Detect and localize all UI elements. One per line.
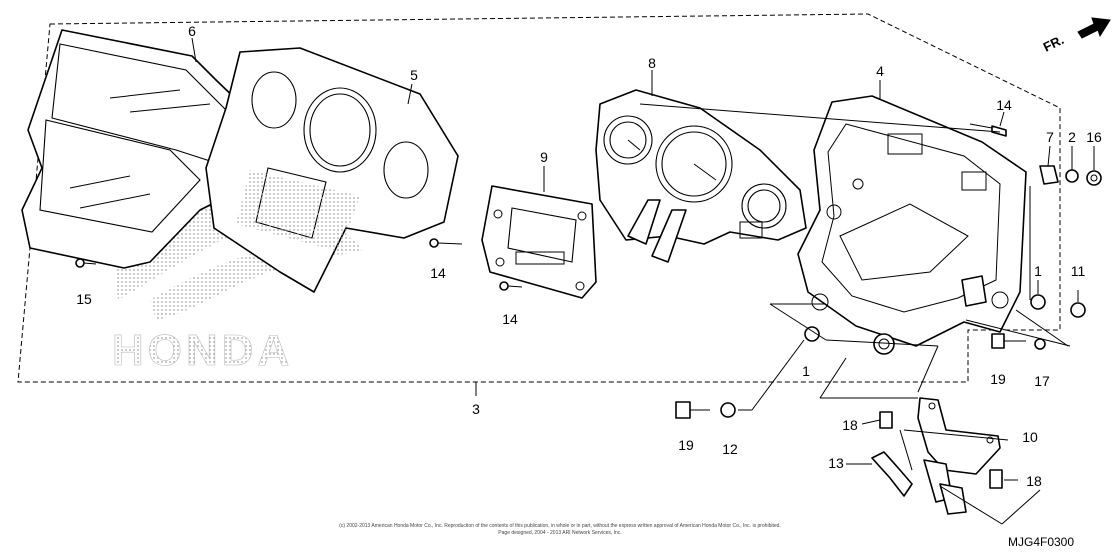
callout-14-bottom: 14: [502, 311, 518, 327]
callout-19-lower: 19: [678, 437, 694, 453]
copyright-line-1: (c) 2002-2013 American Honda Motor Co., …: [339, 523, 781, 529]
callout-17: 17: [1034, 373, 1050, 389]
callout-1-left: 1: [802, 363, 810, 379]
callout-6: 6: [188, 23, 196, 39]
front-label: FR.: [1041, 32, 1066, 55]
part-9-lcd-unit: [481, 185, 597, 299]
diagram-code: MJG4F0300: [1008, 535, 1074, 549]
callout-2: 2: [1068, 129, 1076, 145]
callout-12: 12: [722, 441, 738, 457]
copyright-line-2: Page designed, 2004 - 2013 ARI Network S…: [498, 530, 621, 536]
assembly-boundary: [17, 13, 1061, 383]
callout-8: 8: [648, 55, 656, 71]
part-6-meter-visor: [21, 29, 275, 269]
callout-5: 5: [410, 67, 418, 83]
callout-1-right: 1: [1034, 263, 1042, 279]
leader-lines: [191, 37, 1095, 525]
callout-7: 7: [1046, 129, 1054, 145]
callout-15: 15: [76, 291, 92, 307]
callout-numbers: 6 5 8 4 9 14 7 2 16 14 14 15 1 11 1 19 1…: [76, 23, 1102, 489]
callout-18-upper: 18: [842, 417, 858, 433]
callout-14-left: 14: [430, 265, 446, 281]
part-5-meter-panel: [205, 47, 459, 293]
honda-logo-text: HONDA: [112, 326, 293, 375]
callout-13: 13: [828, 455, 844, 471]
callout-10: 10: [1022, 429, 1038, 445]
callout-14-top: 14: [996, 97, 1012, 113]
callout-11: 11: [1071, 263, 1086, 279]
callout-18-lower: 18: [1026, 473, 1042, 489]
front-direction-indicator: FR.: [1041, 17, 1111, 55]
part-4-meter-housing: [797, 95, 1027, 355]
part-8-meter-assembly: [595, 89, 807, 263]
callout-3: 3: [472, 401, 480, 417]
callout-16: 16: [1086, 129, 1102, 145]
callout-19-right: 19: [990, 371, 1006, 387]
hardware-parts: [75, 123, 1102, 515]
callout-4: 4: [876, 63, 884, 79]
callout-9: 9: [540, 149, 548, 165]
